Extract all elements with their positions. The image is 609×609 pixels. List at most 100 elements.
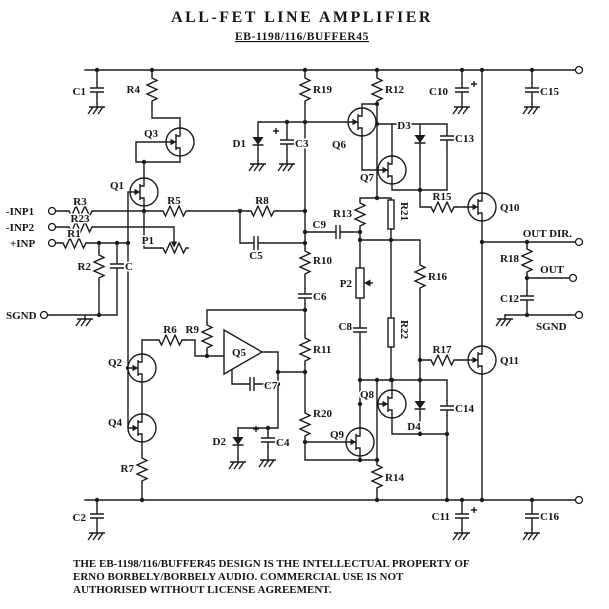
capacitor-C5-symbol (247, 235, 265, 251)
terminals (39, 65, 584, 505)
ground-icon (522, 102, 541, 115)
capacitor-C9-symbol (329, 224, 347, 240)
transistor-Q4-symbol (127, 413, 157, 443)
label-Q5: Q5 (232, 347, 247, 359)
terminal-pos-inp (47, 238, 57, 248)
polarity-plus-icon (252, 425, 260, 433)
label-R20: R20 (313, 408, 332, 420)
label-Q8: Q8 (360, 389, 375, 401)
resistor-R6-symbol (155, 334, 186, 346)
transistor-Q7-symbol (377, 155, 407, 185)
label-C2: C2 (73, 512, 87, 524)
resistor-R7-symbol (136, 454, 148, 485)
power-rails (84, 69, 577, 501)
label-R13: R13 (333, 208, 352, 220)
wires (46, 69, 577, 530)
footer-line-3: AUTHORISED WITHOUT LICENSE AGREEMENT. (73, 584, 332, 596)
label-C: C (125, 261, 133, 273)
resistor-R9-symbol (201, 321, 213, 352)
ground-icon (522, 528, 541, 541)
ground-icon (228, 457, 247, 470)
schematic-title: ALL-FET LINE AMPLIFIER (171, 9, 433, 26)
label-R19: R19 (313, 84, 332, 96)
label-R6: R6 (163, 324, 177, 336)
resistor-R15-symbol (427, 201, 458, 213)
label-R15: R15 (433, 191, 452, 203)
footer-line-1: THE EB-1198/116/BUFFER45 DESIGN IS THE I… (73, 558, 470, 570)
capacitor-C3-symbol (279, 133, 295, 151)
label-R10: R10 (313, 255, 332, 267)
ground-icon (248, 159, 267, 172)
resistor-R4-symbol (146, 74, 158, 105)
transistor-Q3-symbol (165, 127, 195, 157)
resistor-R14-symbol (371, 461, 383, 492)
label-neg-inp2: -INP2 (6, 222, 35, 234)
label-R9: R9 (186, 324, 200, 336)
capacitor-C10-symbol (454, 81, 470, 99)
label-Q1: Q1 (110, 180, 124, 192)
capacitor-C6-symbol (297, 287, 313, 305)
polarity-plus-icon (272, 127, 280, 135)
label-neg-inp1: -INP1 (6, 206, 34, 218)
wires-bottom (96, 241, 577, 530)
label-R3: R3 (73, 196, 87, 208)
capacitor-C8-symbol (352, 321, 368, 339)
label-sgnd-left: SGND (6, 310, 37, 322)
label-C3: C3 (295, 138, 309, 150)
resistor-R8-symbol (247, 205, 278, 217)
label-P2: P2 (340, 278, 353, 290)
ground-icon (87, 528, 106, 541)
terminal-out (568, 273, 578, 283)
label-Q3: Q3 (144, 128, 159, 140)
schematic-subtitle: EB-1198/116/BUFFER45 (235, 31, 369, 43)
potentiometer-P2-symbol (355, 267, 374, 299)
footer: THE EB-1198/116/BUFFER45 DESIGN IS THE I… (73, 558, 470, 596)
diode-D2-symbol (231, 433, 245, 451)
label-R18: R18 (500, 253, 519, 265)
resistor-R21-symbol (387, 199, 395, 230)
diode-D1-symbol (251, 133, 265, 151)
label-out-dir: OUT DIR. (523, 228, 573, 240)
capacitor-C12-symbol (519, 289, 535, 307)
ground-icon (277, 159, 296, 172)
label-C9: C9 (313, 219, 327, 231)
transistor-Q1-symbol (129, 177, 159, 207)
ground-icon (452, 528, 471, 541)
resistor-R22-symbol (387, 317, 395, 348)
diode-D3-symbol (413, 131, 427, 149)
ground-icon (75, 314, 94, 327)
label-Q2: Q2 (108, 357, 123, 369)
capacitor-C4-symbol (260, 431, 276, 449)
transistor-Q8-symbol (377, 389, 407, 419)
transistor-Q11-symbol (467, 345, 497, 375)
label-Q6: Q6 (332, 139, 347, 151)
polarity-plus-icon (470, 506, 478, 514)
label-C16: C16 (540, 511, 559, 523)
terminal-neg-inp2 (47, 222, 57, 232)
terminal-sgnd-right (574, 310, 584, 320)
transistor-Q2-symbol (127, 353, 157, 383)
junction-dots (94, 67, 535, 503)
resistor-R5-symbol (159, 205, 190, 217)
label-C10: C10 (429, 86, 448, 98)
label-R17: R17 (433, 344, 452, 356)
transistor-Q10-symbol (467, 192, 497, 222)
label-D2: D2 (213, 436, 227, 448)
pot-wiper-arrow-icon (170, 241, 178, 248)
label-C14: C14 (455, 403, 474, 415)
ground-icon (495, 314, 514, 327)
label-Q11: Q11 (500, 355, 519, 367)
resistor-R19-symbol (299, 74, 311, 105)
label-C11: C11 (432, 511, 450, 523)
label-R5: R5 (167, 195, 181, 207)
label-C5: C5 (249, 250, 263, 262)
label-R12: R12 (385, 84, 404, 96)
polarity-plus-icon (470, 80, 478, 88)
ground-icon (452, 102, 471, 115)
terminal-out-dir (574, 237, 584, 247)
label-D3: D3 (397, 120, 411, 132)
transistor-Q9-symbol (345, 427, 375, 457)
label-D1: D1 (233, 138, 246, 150)
label-C1: C1 (73, 86, 86, 98)
label-D4: D4 (407, 421, 421, 433)
